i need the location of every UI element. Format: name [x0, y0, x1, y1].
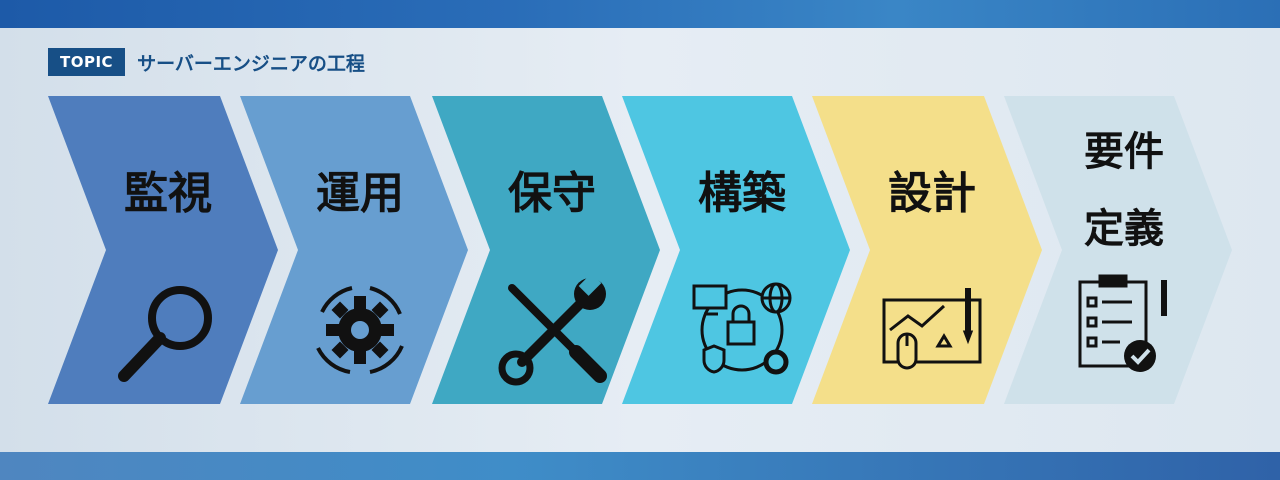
step-design: 設計 — [812, 96, 1042, 404]
blueprint-icon — [882, 288, 982, 370]
step-label: 監視 — [124, 168, 212, 219]
step-operation: 運用 — [240, 96, 468, 404]
step-label-line2: 定義 — [1084, 206, 1164, 252]
step-arrow — [622, 96, 850, 404]
checklist-icon — [1078, 274, 1167, 372]
gear-cycle-icon — [316, 286, 404, 374]
step-maintenance: 保守 — [432, 96, 660, 404]
tools-icon — [498, 273, 607, 386]
step-label: 保守 — [508, 168, 596, 219]
step-label: 運用 — [316, 168, 404, 219]
step-requirements: 要件 定義 — [1004, 96, 1232, 404]
step-construction: 構築 — [622, 96, 850, 404]
topic-tag: TOPIC — [48, 48, 126, 76]
step-label: 要件 — [1084, 129, 1164, 175]
step-arrow — [240, 96, 468, 404]
bottom-band — [0, 452, 1280, 480]
topic-header: TOPIC サーバーエンジニアの工程 — [48, 48, 365, 76]
network-security-icon — [692, 282, 792, 375]
step-arrow — [812, 96, 1042, 404]
step-arrow — [1004, 96, 1232, 404]
step-arrow — [432, 96, 660, 404]
magnifier-icon — [118, 286, 212, 382]
topic-title: サーバーエンジニアの工程 — [137, 52, 365, 75]
step-arrow — [48, 96, 278, 404]
step-monitoring: 監視 — [48, 96, 278, 404]
step-label: 設計 — [888, 168, 976, 219]
step-label: 構築 — [698, 168, 787, 219]
